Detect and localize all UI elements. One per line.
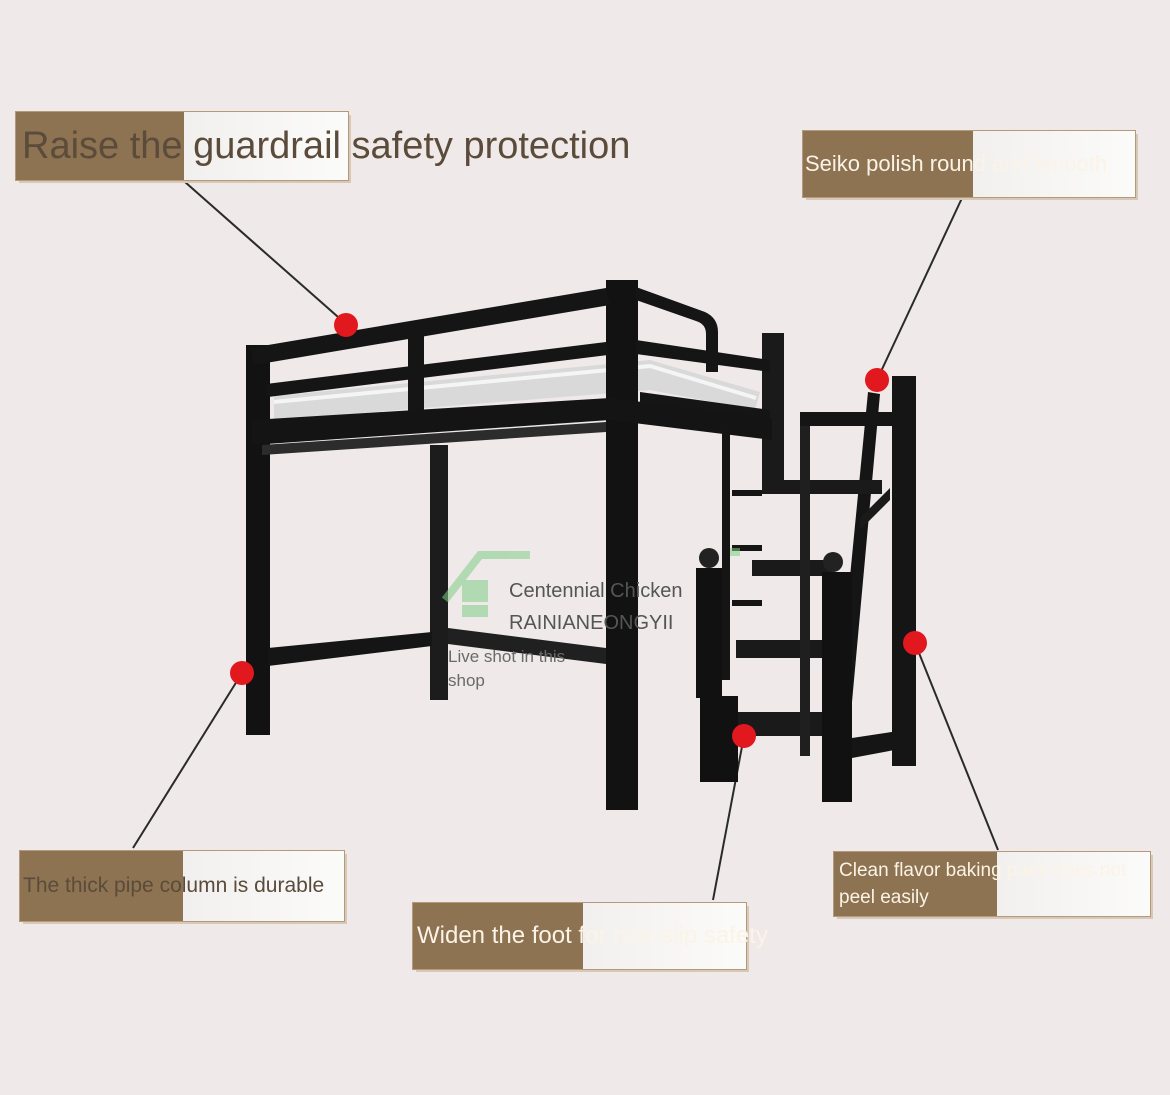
callout-paint: Clean flavor baking paint does not peel … <box>834 852 1150 916</box>
callout-paint-text: Clean flavor baking paint does not peel … <box>839 860 1127 908</box>
leader-lines <box>132 181 999 901</box>
callout-foot-text: Widen the foot for non-slip safety <box>417 922 768 949</box>
callout-pipe: The thick pipe column is durable <box>20 851 344 921</box>
callout-guardrail-text: Raise the guardrail safety protection <box>22 124 631 167</box>
watermark-logo <box>441 548 740 617</box>
callout-polish-text: Seiko polish round and smooth <box>805 151 1108 176</box>
watermark-text: Centennial Chicken RAINIANEONGYII <box>509 575 682 639</box>
callout-foot: Widen the foot for non-slip safety <box>413 903 768 969</box>
watermark-brand-cn: Centennial Chicken <box>509 580 683 602</box>
callout-polish: Seiko polish round and smooth <box>803 131 1135 197</box>
marker-dots <box>230 313 927 748</box>
watermark-note: Live shot in this shop <box>448 647 566 690</box>
callout-pipe-text: The thick pipe column is durable <box>23 874 325 897</box>
watermark-brand-en: RAINIANEONGYII <box>509 612 674 634</box>
callout-guardrail: Raise the guardrail safety protection <box>16 112 630 180</box>
loft-bed-frame <box>246 280 916 810</box>
